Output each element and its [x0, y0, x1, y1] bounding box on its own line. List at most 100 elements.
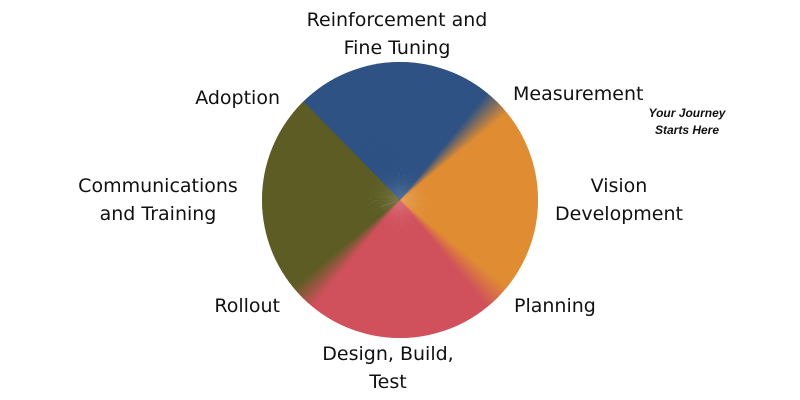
wheel-sector-slice: [288, 96, 400, 200]
wheel-sector-slice: [400, 116, 527, 200]
wheel-sector-slice: [400, 176, 538, 200]
wheel-sector-slice: [262, 200, 400, 244]
wheel-sector-slice: [400, 134, 537, 200]
wheel-sector-slice: [262, 200, 400, 259]
wheel-sector-slice: [400, 200, 501, 315]
wheel-sector-slice: [366, 62, 400, 200]
wheel-sector-slice: [400, 200, 484, 327]
wheel-sector-slice: [292, 92, 400, 200]
wheel-sector-slice: [381, 62, 400, 200]
wheel-sector-slice: [285, 200, 400, 301]
wheel-sector-slice: [297, 87, 400, 200]
wheel-sector-slice: [400, 85, 500, 200]
wheel-sector-slice: [400, 200, 462, 338]
stage-label-planning: Planning: [514, 292, 596, 320]
wheel-sector-slice: [400, 200, 471, 335]
wheel-sector-slice: [262, 200, 400, 214]
wheel-sector-slice: [400, 125, 532, 200]
wheel-sector-slice: [400, 146, 538, 200]
wheel-sector-slice: [400, 200, 424, 338]
wheel-sector-slice: [400, 200, 449, 338]
wheel-sector-slice: [400, 200, 507, 309]
wheel-sector-slice: [262, 200, 400, 216]
wheel-sector-slice: [400, 136, 538, 200]
wheel-sector-slice: [400, 95, 511, 200]
wheel-sector-slice: [400, 200, 432, 338]
wheel-sector-slice: [348, 62, 400, 200]
wheel-sector-slice: [304, 200, 400, 319]
wheel-sector-slice: [400, 80, 494, 200]
wheel-sector-slice: [400, 143, 538, 200]
wheel-sector-slice: [400, 88, 504, 200]
wheel-sector-slice: [400, 151, 538, 200]
wheel-sector-slice: [400, 200, 505, 311]
wheel-sector-slice: [400, 192, 538, 200]
wheel-sector-slice: [400, 105, 520, 200]
wheel-sector-slice: [262, 200, 400, 234]
wheel-sector-slice: [300, 200, 400, 315]
wheel-sector-slice: [280, 106, 400, 200]
wheel-sector-slice: [309, 77, 400, 200]
stage-label-design: Design, Build, Test: [313, 340, 463, 396]
wheel-sector-slice: [279, 200, 400, 293]
wheel-sector-slice: [400, 122, 531, 200]
wheel-sector-slice: [318, 71, 400, 200]
wheel-sector-slice: [262, 200, 400, 224]
wheel-sector-slice: [400, 166, 538, 200]
stage-label-line: Development: [555, 203, 683, 225]
stage-label-line: Design, Build,: [322, 343, 454, 365]
wheel-sector-slice: [400, 179, 538, 200]
wheel-sector-slice: [400, 200, 493, 321]
wheel-sector-slice: [327, 66, 400, 200]
wheel-sector-slice: [338, 62, 400, 200]
wheel-sector-slice: [277, 200, 400, 291]
stage-label-communications: Communications and Training: [60, 172, 256, 228]
wheel-sector-slice: [400, 92, 508, 200]
wheel-sector-slice: [262, 200, 400, 239]
wheel-sector-slice: [262, 200, 400, 211]
wheel-sector-slice: [400, 200, 478, 331]
wheel-sector-slice: [307, 79, 400, 200]
callout-line: Starts Here: [654, 123, 720, 137]
wheel-sector-slice: [400, 131, 536, 200]
wheel-sector-slice: [266, 200, 400, 273]
wheel-sector-slice: [400, 200, 437, 338]
wheel-sector-slice: [400, 111, 524, 200]
wheel-sector-slice: [296, 200, 400, 312]
wheel-sector-slice: [400, 200, 519, 296]
wheel-sector-slice: [400, 158, 538, 200]
wheel-sector-slice: [400, 200, 429, 338]
wheel-sector-slice: [286, 98, 400, 200]
wheel-sector-slice: [400, 200, 457, 338]
wheel-sector-slice: [400, 186, 538, 200]
wheel-sector-slice: [358, 62, 400, 200]
wheel-sector-slice: [289, 200, 400, 305]
wheel-sector-slice: [302, 200, 400, 317]
wheel-sector-slice: [400, 129, 535, 200]
wheel-sector-slice: [268, 200, 400, 275]
stage-label-line: Measurement: [513, 83, 644, 105]
wheel-sector-slice: [262, 200, 400, 229]
wheel-sector-slice: [284, 200, 400, 299]
wheel-sector-slice: [400, 200, 491, 323]
wheel-sector-slice: [299, 85, 400, 200]
wheel-sector-slice: [291, 200, 400, 307]
wheel-sector-slice: [400, 153, 538, 200]
wheel-sector-slice: [400, 120, 530, 200]
wheel-sector-slice: [274, 200, 400, 287]
wheel-sector-slice: [400, 109, 523, 200]
wheel-sector-slice: [400, 184, 538, 200]
wheel-sector-slice: [271, 200, 400, 282]
stage-label-line: Fine Tuning: [343, 37, 451, 59]
wheel-sector-slice: [400, 103, 518, 200]
wheel-sector-slice: [306, 200, 400, 320]
wheel-sector-slice: [400, 200, 442, 338]
wheel-sector-slice: [400, 200, 452, 338]
wheel-sector-slice: [353, 62, 400, 200]
wheel-sector-slice: [262, 200, 400, 252]
wheel-sector-slice: [262, 200, 400, 242]
wheel-sector-slice: [400, 200, 416, 338]
wheel-sector-slice: [265, 200, 400, 271]
wheel-sector-slice: [400, 141, 538, 200]
